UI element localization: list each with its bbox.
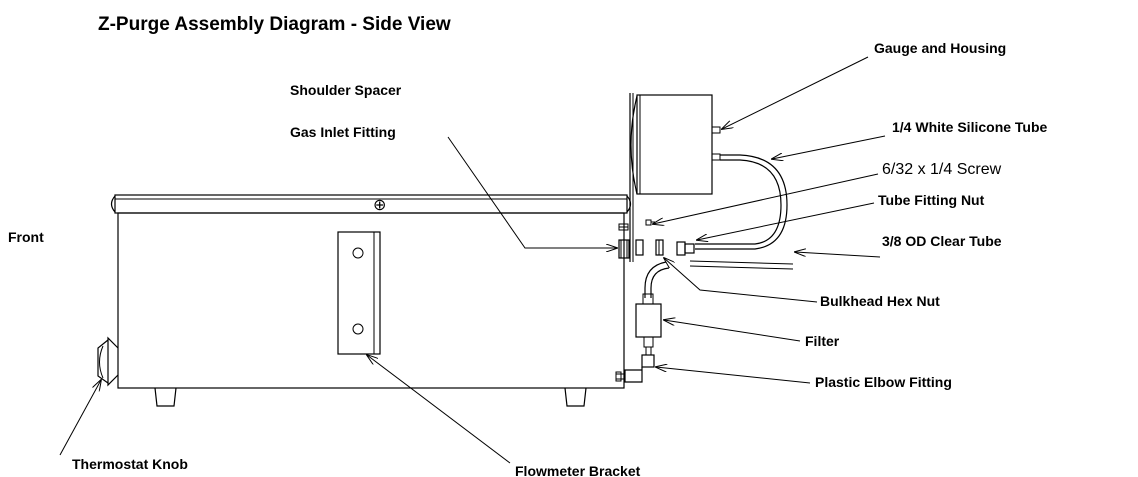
leader-elbow: [656, 367, 811, 384]
label-shoulder-spacer: Shoulder Spacer: [290, 82, 402, 98]
leader-thermostat: [59, 380, 101, 456]
label-clear-tube: 3/8 OD Clear Tube: [882, 233, 1002, 249]
leader-screw: [653, 173, 879, 224]
label-filter: Filter: [805, 333, 840, 349]
leader-bulkhead-nut: [664, 258, 818, 303]
label-flowmeter-bracket: Flowmeter Bracket: [515, 463, 641, 477]
leader-gauge-housing: [722, 56, 869, 129]
filter: [635, 303, 662, 338]
leader-tube-nut: [697, 202, 875, 240]
label-thermostat-knob: Thermostat Knob: [72, 456, 188, 472]
label-front: Front: [8, 229, 44, 245]
bulkhead-hex-nut: [635, 239, 664, 256]
label-plastic-elbow: Plastic Elbow Fitting: [815, 374, 952, 390]
label-gauge-housing: Gauge and Housing: [874, 40, 1006, 56]
label-screw: 6/32 x 1/4 Screw: [882, 161, 1002, 178]
enclosure: ⊕: [110, 194, 632, 407]
plastic-elbow-fitting: [615, 354, 655, 383]
lid-screw-icon: ⊕: [373, 197, 386, 214]
enclosure-foot-left: [154, 387, 177, 407]
thermostat-knob: [97, 336, 119, 387]
leader-gas-inlet: [447, 136, 617, 248]
diagram-title: Z-Purge Assembly Diagram - Side View: [98, 14, 451, 35]
leader-flowmeter: [367, 355, 511, 464]
gas-inlet-fitting: [618, 223, 630, 259]
gauge-housing: [629, 93, 721, 262]
leader-silicone-tube: [772, 135, 886, 159]
label-silicone-tube: 1/4 White Silicone Tube: [892, 119, 1048, 135]
label-gas-inlet-fitting: Gas Inlet Fitting: [290, 124, 396, 140]
leader-lines: [59, 56, 886, 464]
enclosure-lid: [114, 194, 628, 214]
enclosure-foot-right: [564, 387, 587, 407]
lid-left-hinge: [110, 195, 116, 213]
clear-tube: [689, 260, 794, 270]
leader-clear-tube: [795, 252, 881, 258]
leader-filter: [664, 320, 801, 342]
enclosure-body: [117, 212, 625, 389]
flowmeter-bracket: [337, 231, 381, 355]
tube-fitting-nut: [676, 241, 695, 256]
label-tube-fitting-nut: Tube Fitting Nut: [878, 192, 985, 208]
silicone-tube: [695, 154, 788, 250]
filter-line: [635, 261, 670, 355]
label-bulkhead-hex-nut: Bulkhead Hex Nut: [820, 293, 940, 309]
